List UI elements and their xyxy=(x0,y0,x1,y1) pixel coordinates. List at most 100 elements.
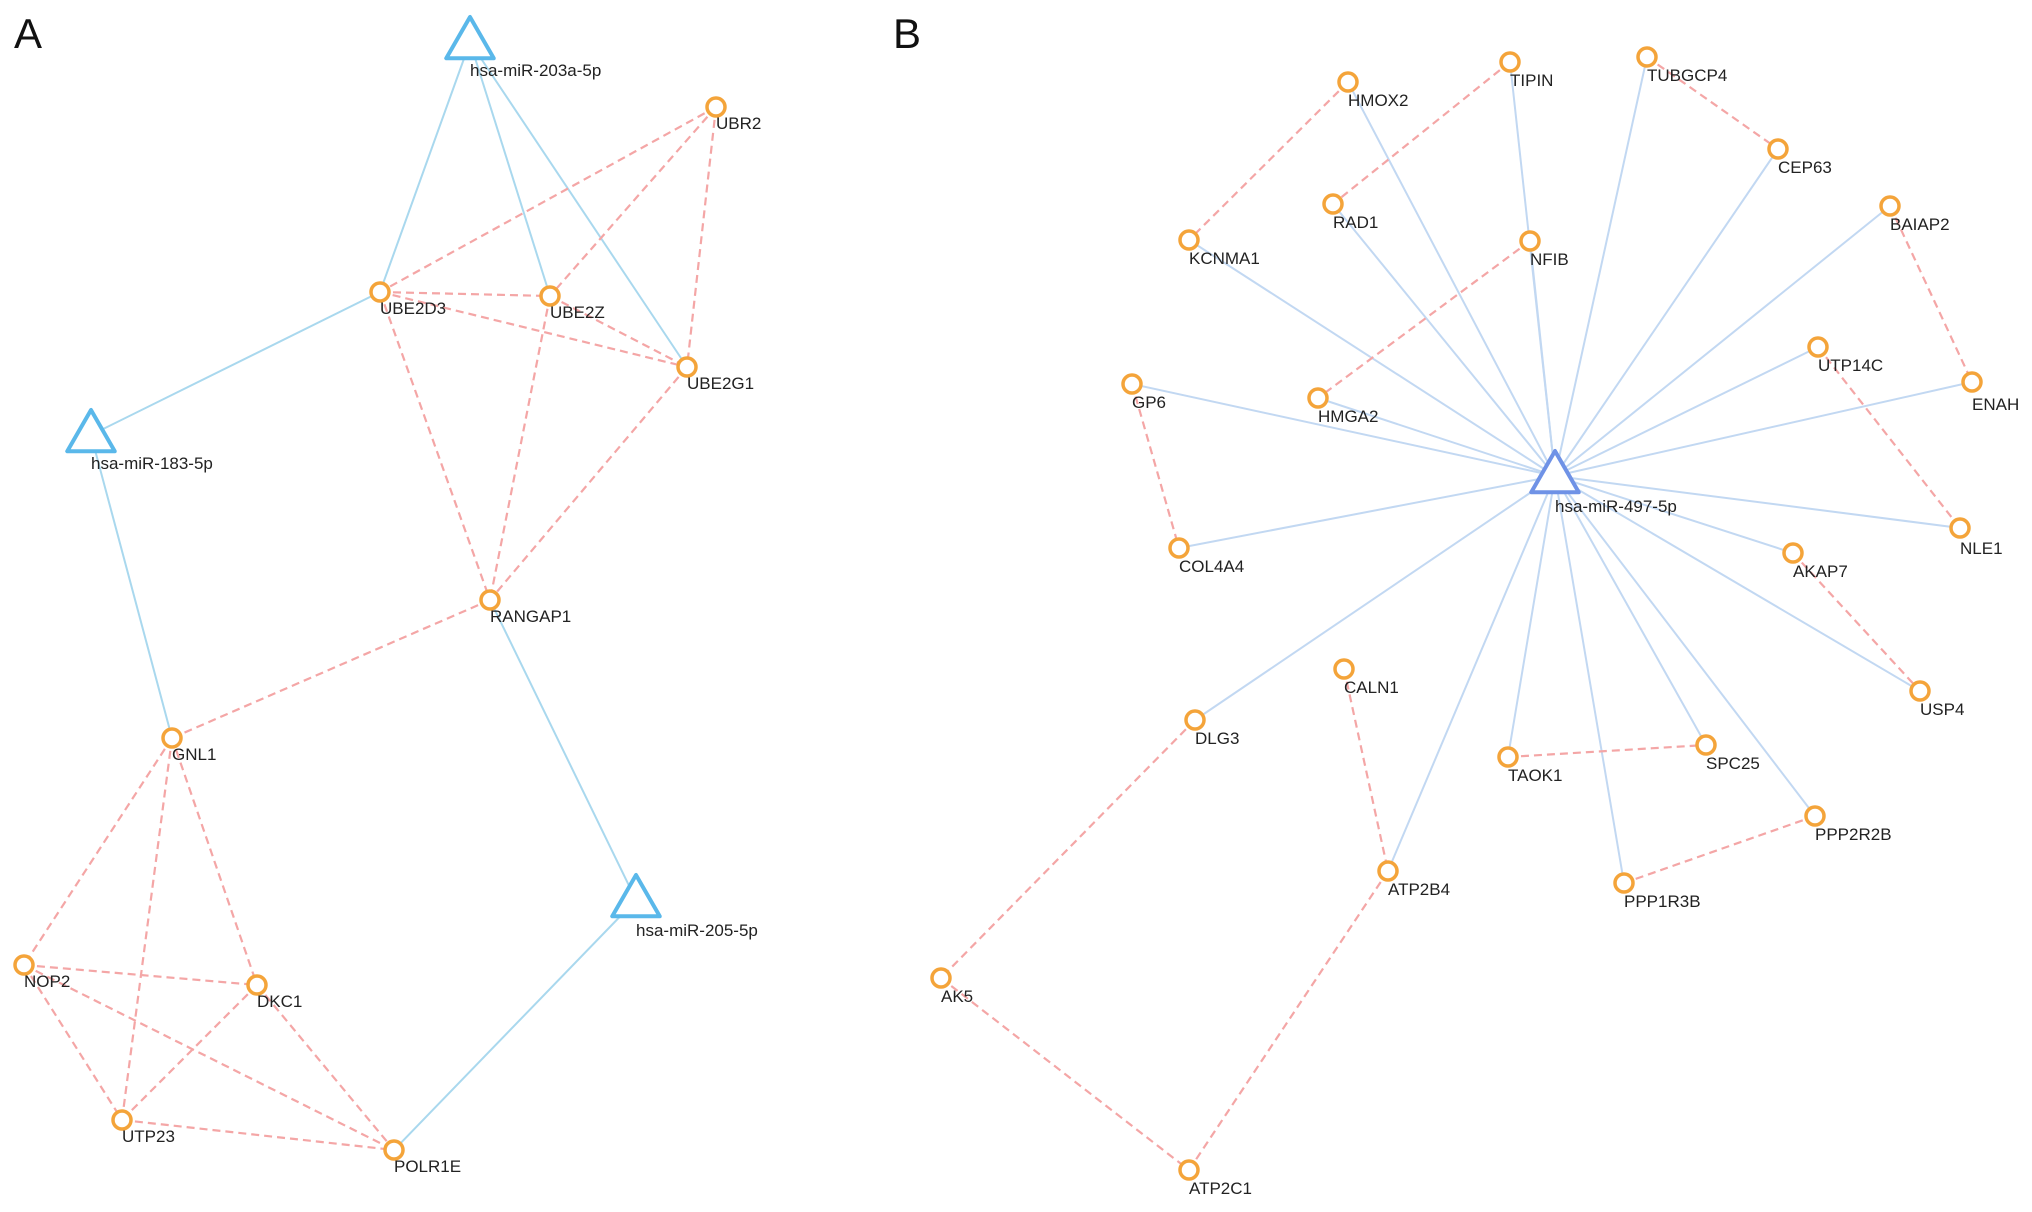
gene-node-TAOK1: TAOK1 xyxy=(1497,746,1562,785)
mirna-target-edge-m205-RANGAP1 xyxy=(489,599,637,901)
mirna-target-edge-m497-ATP2B4 xyxy=(1387,475,1556,872)
mirna-target-edge-m497-PPP1R3B xyxy=(1554,475,1625,884)
gene-circle-icon xyxy=(1497,746,1519,768)
ppi-edge-TAOK1-SPC25 xyxy=(1507,743,1707,759)
gene-circle-icon xyxy=(13,954,35,976)
gene-label: CALN1 xyxy=(1344,678,1399,697)
gene-label: TIPIN xyxy=(1510,71,1553,90)
panel-b-label: B xyxy=(893,10,921,57)
gene-label: RAD1 xyxy=(1333,213,1378,232)
gene-node-AKAP7: AKAP7 xyxy=(1782,542,1848,581)
mirna-target-edge-m497-UTP14C xyxy=(1554,346,1819,477)
gene-circle-icon xyxy=(1949,517,1971,539)
gene-label: RANGAP1 xyxy=(490,607,571,626)
mirna-node-m205: hsa-miR-205-5p xyxy=(610,873,758,940)
mirna-target-edge-m497-TAOK1 xyxy=(1507,475,1556,758)
gene-node-RAD1: RAD1 xyxy=(1322,193,1378,232)
mirna-triangle-icon xyxy=(444,15,496,61)
mirna-target-edge-m497-CEP63 xyxy=(1554,148,1779,477)
ppi-edge-UBR2-UBE2D3 xyxy=(379,106,717,293)
gene-label: DLG3 xyxy=(1195,729,1239,748)
gene-node-UTP14C: UTP14C xyxy=(1807,336,1883,375)
mirna-triangle-icon xyxy=(1529,449,1581,495)
gene-circle-icon xyxy=(1961,371,1983,393)
ppi-edge-PPP2R2B-PPP1R3B xyxy=(1623,814,1816,885)
gene-node-DKC1: DKC1 xyxy=(246,974,302,1011)
gene-node-PPP1R3B: PPP1R3B xyxy=(1613,872,1701,911)
mirna-label: hsa-miR-497-5p xyxy=(1555,497,1677,516)
gene-node-ATP2C1: ATP2C1 xyxy=(1178,1159,1252,1198)
ppi-edge-HMOX2-KCNMA1 xyxy=(1188,81,1349,241)
ppi-edge-RANGAP1-GNL1 xyxy=(171,598,491,740)
mirna-target-edge-m205-POLR1E xyxy=(393,899,637,1151)
gene-label: POLR1E xyxy=(394,1157,461,1176)
ppi-edge-BAIAP2-ENAH xyxy=(1889,205,1973,383)
panel-a-mirna-edges xyxy=(90,41,688,1151)
ppi-edge-CALN1-ATP2B4 xyxy=(1342,668,1390,872)
gene-circle-icon xyxy=(539,285,561,307)
mirna-node-m497: hsa-miR-497-5p xyxy=(1529,449,1677,516)
gene-circle-icon xyxy=(111,1109,133,1131)
gene-node-UBR2: UBR2 xyxy=(705,96,761,133)
gene-label: UBE2G1 xyxy=(687,374,754,393)
gene-node-NLE1: NLE1 xyxy=(1949,517,2003,558)
mirna-target-edge-m497-RAD1 xyxy=(1332,203,1556,477)
ppi-edge-NOP2-UTP23 xyxy=(23,964,123,1121)
mirna-target-edge-m203-UBE2G1 xyxy=(469,41,688,368)
gene-node-SPC25: SPC25 xyxy=(1695,734,1760,773)
mirna-target-edge-m497-HMGA2 xyxy=(1317,397,1556,477)
gene-label: HMGA2 xyxy=(1318,407,1378,426)
gene-circle-icon xyxy=(1322,193,1344,215)
gene-label: TAOK1 xyxy=(1508,766,1562,785)
gene-node-KCNMA1: KCNMA1 xyxy=(1178,229,1260,268)
gene-circle-icon xyxy=(1121,373,1143,395)
mirna-target-edge-m497-AKAP7 xyxy=(1554,475,1794,554)
gene-label: UBR2 xyxy=(716,114,761,133)
ppi-edge-GNL1-DKC1 xyxy=(170,737,259,986)
ppi-edge-GP6-COL4A4 xyxy=(1130,383,1181,549)
mirna-target-edge-m497-COL4A4 xyxy=(1178,475,1556,549)
gene-label: USP4 xyxy=(1920,700,1964,719)
mirna-node-m183: hsa-miR-183-5p xyxy=(65,408,213,473)
gene-node-CEP63: CEP63 xyxy=(1767,138,1832,177)
mirna-target-edge-m497-HMOX2 xyxy=(1347,81,1556,477)
gene-circle-icon xyxy=(479,589,501,611)
gene-node-TUBGCP4: TUBGCP4 xyxy=(1636,46,1727,85)
gene-circle-icon xyxy=(1337,71,1359,93)
mirna-triangle-icon xyxy=(610,873,662,919)
panel-b: B hsa-miR-497-5p HMOX2 TIPIN TUBGCP4CEP63RA… xyxy=(893,10,2019,1198)
gene-circle-icon xyxy=(1184,709,1206,731)
gene-circle-icon xyxy=(1879,195,1901,217)
ppi-edge-TIPIN-RAD1 xyxy=(1332,61,1511,205)
gene-node-AK5: AK5 xyxy=(930,967,973,1006)
gene-node-RANGAP1: RANGAP1 xyxy=(479,589,571,626)
gene-label: COL4A4 xyxy=(1179,557,1244,576)
mirna-target-edge-m203-UBE2D3 xyxy=(379,41,471,293)
gene-circle-icon xyxy=(1377,860,1399,882)
ppi-edge-DKC1-UTP23 xyxy=(121,984,258,1121)
gene-node-PPP2R2B: PPP2R2B xyxy=(1804,805,1892,844)
panel-b-mirna-edges xyxy=(1131,56,1973,884)
gene-node-CALN1: CALN1 xyxy=(1333,658,1399,697)
gene-circle-icon xyxy=(1782,542,1804,564)
gene-label: UBE2Z xyxy=(550,303,605,322)
gene-label: TUBGCP4 xyxy=(1647,66,1727,85)
gene-circle-icon xyxy=(676,356,698,378)
ppi-edge-UTP23-POLR1E xyxy=(121,1118,395,1152)
gene-label: UBE2D3 xyxy=(380,299,446,318)
gene-label: HMOX2 xyxy=(1348,91,1408,110)
gene-node-UTP23: UTP23 xyxy=(111,1109,175,1146)
gene-label: NLE1 xyxy=(1960,539,2003,558)
gene-label: ENAH xyxy=(1972,395,2019,414)
gene-circle-icon xyxy=(1168,537,1190,559)
gene-node-UBE2D3: UBE2D3 xyxy=(369,281,446,318)
gene-circle-icon xyxy=(705,96,727,118)
gene-node-TIPIN: TIPIN xyxy=(1499,51,1553,90)
ppi-edge-UBE2G1-RANGAP1 xyxy=(489,366,688,601)
gene-node-ATP2B4: ATP2B4 xyxy=(1377,860,1450,899)
ppi-edge-UBE2D3-RANGAP1 xyxy=(378,291,492,601)
gene-node-DLG3: DLG3 xyxy=(1184,709,1239,748)
gene-label: PPP2R2B xyxy=(1815,825,1892,844)
ppi-edge-DKC1-POLR1E xyxy=(256,984,395,1151)
gene-circle-icon xyxy=(1804,805,1826,827)
